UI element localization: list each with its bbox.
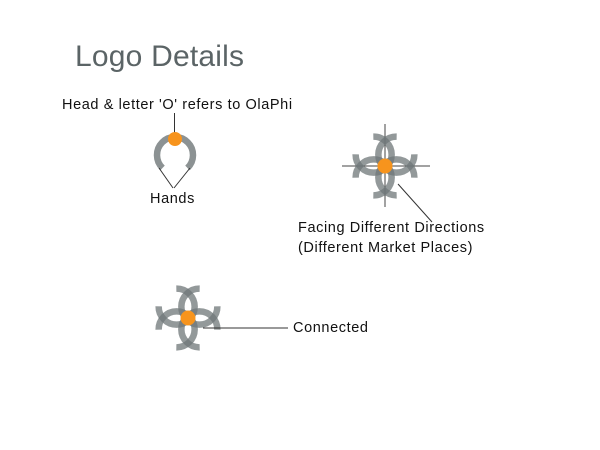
single-hand-icon: [153, 113, 197, 189]
connected-logo: [155, 285, 288, 351]
head-annotation: Head & letter 'O' refers to OlaPhi: [62, 97, 293, 113]
facing-pointer-line: [397, 183, 433, 223]
facing-annotation-line1: Facing Different Directions: [298, 220, 485, 236]
hands-pointer-right: [173, 167, 191, 189]
facing-annotation-line2: (Different Market Places): [298, 240, 474, 256]
hands-pointer-left: [158, 167, 174, 189]
head-circle-icon: [377, 158, 393, 174]
hands-annotation: Hands: [150, 191, 195, 207]
four-direction-logo-with-axes: [342, 124, 433, 223]
slide-title: Logo Details: [75, 40, 245, 73]
facing-annotation: Facing Different Directions (Different M…: [298, 218, 485, 258]
head-circle-icon: [180, 310, 196, 326]
connected-annotation: Connected: [293, 320, 369, 336]
head-circle-icon: [168, 132, 182, 146]
